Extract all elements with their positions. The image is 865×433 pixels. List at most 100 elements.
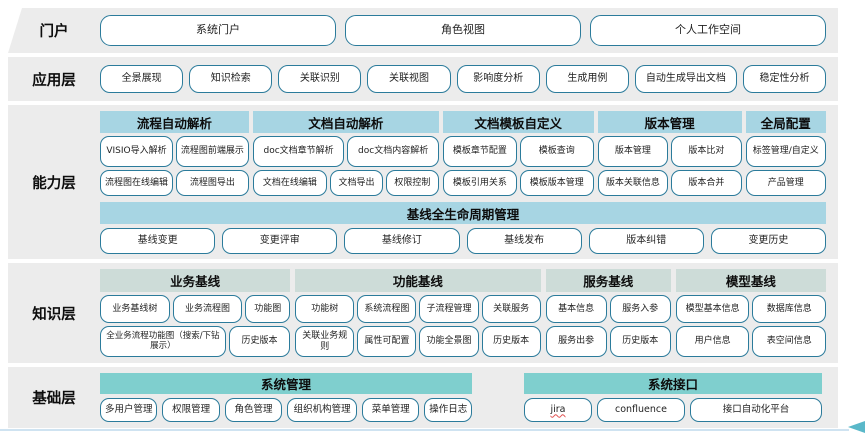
system-mgmt-group: 系统管理 多用户管理 权限管理 角色管理 组织机构管理 菜单管理 操作日志 <box>100 373 472 422</box>
business-baseline-group: 业务基线 业务基线树 业务流程图 功能图 全业务流程功能图（搜索/下钻展示） 历… <box>100 269 291 357</box>
menu-mgmt-button[interactable]: 菜单管理 <box>362 398 420 422</box>
application-layer-label: 应用层 <box>32 72 76 89</box>
system-interface-header: 系统接口 <box>524 373 822 395</box>
baseline-change-button[interactable]: 基线变更 <box>100 228 216 254</box>
related-service-button[interactable]: 关联服务 <box>481 295 541 323</box>
base-content: 系统管理 多用户管理 权限管理 角色管理 组织机构管理 菜单管理 操作日志 系统… <box>100 367 838 428</box>
history-version-button[interactable]: 历史版本 <box>481 326 541 357</box>
doc-auto-parse-header: 文档自动解析 <box>252 111 439 133</box>
function-baseline-group: 功能基线 功能树 系统流程图 子流程管理 关联服务 关联业务规则 属性可配置 功… <box>295 269 541 357</box>
doc-template-custom-group: 文档模板自定义 模板章节配置 模板查询 模板引用关系 模板版本管理 <box>442 111 594 196</box>
interface-automation-platform-button[interactable]: 接口自动化平台 <box>690 398 822 422</box>
process-diagram-online-edit-button[interactable]: 流程图在线编辑 <box>100 170 173 196</box>
process-auto-parse-header: 流程自动解析 <box>100 111 249 133</box>
attribute-configurable-button[interactable]: 属性可配置 <box>357 326 417 357</box>
operation-log-button[interactable]: 操作日志 <box>424 398 472 422</box>
base-layer-label: 基础层 <box>32 391 76 407</box>
portal-layer-label: 门户 <box>39 24 69 40</box>
version-correction-button[interactable]: 版本纠错 <box>588 228 704 254</box>
system-interface-group: 系统接口 jira confluence 接口自动化平台 <box>524 373 822 422</box>
change-history-button[interactable]: 变更历史 <box>710 228 827 254</box>
function-baseline-header: 功能基线 <box>295 269 541 292</box>
system-process-diagram-button[interactable]: 系统流程图 <box>357 295 417 323</box>
knowledge-search-button[interactable]: 知识检索 <box>189 65 273 93</box>
doc-template-custom-header: 文档模板自定义 <box>442 111 594 133</box>
template-reference-relation-button[interactable]: 模板引用关系 <box>442 170 517 196</box>
tag-mgmt-custom-button[interactable]: 标签管理/自定义 <box>745 136 826 167</box>
template-version-mgmt-button[interactable]: 模板版本管理 <box>519 170 594 196</box>
capability-groups: 流程自动解析 VISIO导入解析 流程图前端展示 流程图在线编辑 流程图导出 文… <box>100 111 826 196</box>
user-info-button[interactable]: 用户信息 <box>675 326 750 357</box>
basic-info-button[interactable]: 基本信息 <box>545 295 607 323</box>
product-mgmt-button[interactable]: 产品管理 <box>745 170 826 196</box>
application-layer-band: 应用层 全景展现 知识检索 关联识别 关联视图 影响度分析 生成用例 自动生成导… <box>8 57 838 101</box>
auto-generate-export-doc-button[interactable]: 自动生成导出文档 <box>634 65 737 93</box>
service-output-param-button[interactable]: 服务出参 <box>545 326 607 357</box>
process-diagram-export-button[interactable]: 流程图导出 <box>175 170 249 196</box>
capability-layer-band: 能力层 流程自动解析 VISIO导入解析 流程图前端展示 流程图在线编辑 流程图… <box>8 105 838 259</box>
baseline-buttons: 基线变更 变更评审 基线修订 基线发布 版本纠错 变更历史 <box>100 228 827 254</box>
application-buttons: 全景展现 知识检索 关联识别 关联视图 影响度分析 生成用例 自动生成导出文档 … <box>100 57 838 101</box>
service-baseline-header: 服务基线 <box>545 269 671 292</box>
capability-content: 流程自动解析 VISIO导入解析 流程图前端展示 流程图在线编辑 流程图导出 文… <box>100 105 838 259</box>
knowledge-layer-band: 知识层 业务基线 业务基线树 业务流程图 功能图 全业务流程功能图（搜索/下钻展… <box>8 263 838 363</box>
version-merge-button[interactable]: 版本合并 <box>671 170 742 196</box>
left-arrow-icon <box>848 421 865 433</box>
history-version-button[interactable]: 历史版本 <box>228 326 291 357</box>
role-mgmt-button[interactable]: 角色管理 <box>224 398 283 422</box>
function-diagram-button[interactable]: 功能图 <box>245 295 291 323</box>
relation-identify-button[interactable]: 关联识别 <box>278 65 362 93</box>
personal-workspace-button[interactable]: 个人工作空间 <box>590 15 826 46</box>
multi-user-mgmt-button[interactable]: 多用户管理 <box>100 398 158 422</box>
function-tree-button[interactable]: 功能树 <box>295 295 355 323</box>
doc-online-edit-button[interactable]: 文档在线编辑 <box>252 170 327 196</box>
service-input-param-button[interactable]: 服务入参 <box>609 295 671 323</box>
business-process-diagram-button[interactable]: 业务流程图 <box>172 295 243 323</box>
full-business-process-function-diagram-button[interactable]: 全业务流程功能图（搜索/下钻展示） <box>100 326 226 357</box>
subprocess-mgmt-button[interactable]: 子流程管理 <box>419 295 479 323</box>
model-basic-info-button[interactable]: 模型基本信息 <box>675 295 750 323</box>
generate-usecase-button[interactable]: 生成用例 <box>545 65 629 93</box>
jira-button[interactable]: jira <box>524 398 592 422</box>
model-baseline-header: 模型基线 <box>675 269 826 292</box>
baseline-lifecycle-header: 基线全生命周期管理 <box>100 202 826 224</box>
system-portal-button[interactable]: 系统门户 <box>100 15 336 46</box>
panorama-display-button[interactable]: 全景展现 <box>100 65 184 93</box>
permission-control-button[interactable]: 权限控制 <box>385 170 439 196</box>
permission-mgmt-button[interactable]: 权限管理 <box>162 398 220 422</box>
tablespace-info-button[interactable]: 表空间信息 <box>752 326 826 357</box>
function-panorama-button[interactable]: 功能全景图 <box>419 326 479 357</box>
doc-export-button[interactable]: 文档导出 <box>329 170 383 196</box>
bottom-accent-line <box>0 429 849 431</box>
template-query-button[interactable]: 模板查询 <box>519 136 594 167</box>
doc-chapter-parse-button[interactable]: doc文档章节解析 <box>252 136 345 167</box>
relation-view-button[interactable]: 关联视图 <box>367 65 451 93</box>
baseline-release-button[interactable]: 基线发布 <box>466 228 582 254</box>
org-structure-mgmt-button[interactable]: 组织机构管理 <box>287 398 358 422</box>
doc-content-parse-button[interactable]: doc文档内容解析 <box>347 136 439 167</box>
business-baseline-header: 业务基线 <box>100 269 291 292</box>
version-relation-info-button[interactable]: 版本关联信息 <box>597 170 669 196</box>
system-mgmt-header: 系统管理 <box>100 373 472 395</box>
version-mgmt-header: 版本管理 <box>597 111 742 133</box>
related-business-rule-button[interactable]: 关联业务规则 <box>295 326 355 357</box>
change-review-button[interactable]: 变更评审 <box>222 228 338 254</box>
service-baseline-group: 服务基线 基本信息 服务入参 服务出参 历史版本 <box>545 269 671 357</box>
process-diagram-frontend-display-button[interactable]: 流程图前端展示 <box>175 136 249 167</box>
visio-import-parse-button[interactable]: VISIO导入解析 <box>100 136 173 167</box>
template-chapter-config-button[interactable]: 模板章节配置 <box>442 136 517 167</box>
version-compare-button[interactable]: 版本比对 <box>671 136 742 167</box>
database-info-button[interactable]: 数据库信息 <box>752 295 826 323</box>
version-mgmt-button[interactable]: 版本管理 <box>597 136 669 167</box>
version-mgmt-group: 版本管理 版本管理 版本比对 版本关联信息 版本合并 <box>597 111 742 196</box>
history-version-button[interactable]: 历史版本 <box>609 326 671 357</box>
role-view-button[interactable]: 角色视图 <box>345 15 581 46</box>
impact-analysis-button[interactable]: 影响度分析 <box>456 65 540 93</box>
jira-label: jira <box>550 403 566 415</box>
stability-analysis-button[interactable]: 稳定性分析 <box>742 65 827 93</box>
base-layer-band: 基础层 系统管理 多用户管理 权限管理 角色管理 组织机构管理 菜单管理 操作日… <box>8 367 838 428</box>
business-baseline-tree-button[interactable]: 业务基线树 <box>100 295 170 323</box>
global-config-group: 全局配置 标签管理/自定义 产品管理 <box>745 111 826 196</box>
baseline-revise-button[interactable]: 基线修订 <box>344 228 460 254</box>
confluence-button[interactable]: confluence <box>597 398 685 422</box>
